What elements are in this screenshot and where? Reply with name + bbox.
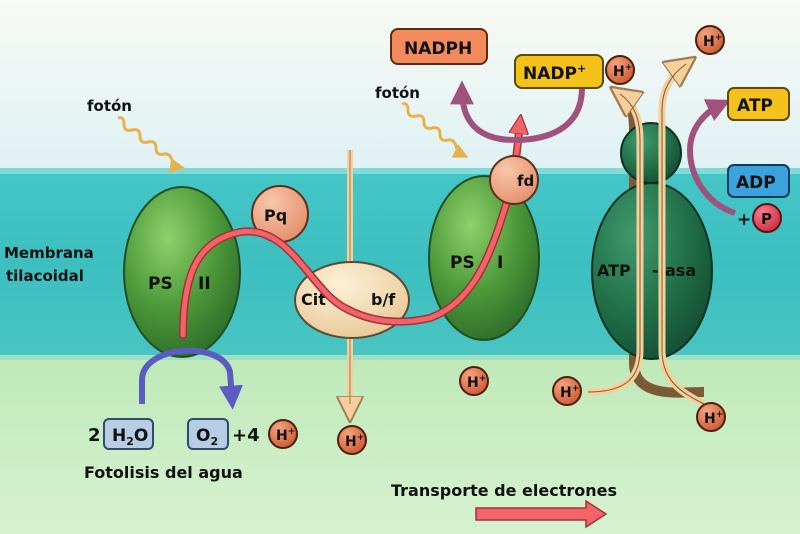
- svg-text:H+: H+: [560, 384, 579, 401]
- atp-box: [727, 87, 790, 121]
- psi-label-right: I: [497, 253, 503, 273]
- nadph-box: [390, 28, 488, 65]
- water-formula: H2O: [112, 426, 148, 448]
- adp-box: [727, 164, 790, 198]
- oxygen-o: O: [196, 426, 210, 446]
- water-o: O: [134, 426, 148, 446]
- ferredoxin: [489, 155, 539, 205]
- nadp-sup: +: [577, 62, 586, 75]
- water-photolysis-arrow: [139, 347, 243, 410]
- water-h: H: [112, 426, 126, 446]
- membrane-top-edge: [0, 168, 800, 174]
- svg-text:H+: H+: [703, 33, 722, 50]
- photon-wave-left: [117, 116, 185, 173]
- psi-label-left: PS: [450, 253, 475, 273]
- nadp-base: NADP: [523, 64, 577, 84]
- phosphate-circle: [752, 203, 782, 233]
- photon-label-right: fotón: [375, 84, 420, 102]
- svg-text:H+: H+: [704, 410, 723, 427]
- nadph-label: NADPH: [404, 39, 472, 59]
- cyt-label-right: b/f: [371, 290, 396, 309]
- water-sub: 2: [126, 435, 134, 448]
- proton-channel-right-outline: [661, 63, 705, 405]
- proton-channel-left-outline: [587, 93, 641, 393]
- membrane-bottom-edge: [0, 355, 800, 360]
- atpase-label-dash: -: [652, 261, 659, 280]
- nadp-label: NADP+: [523, 62, 586, 84]
- pq-label: Pq: [264, 206, 287, 225]
- water-box: [103, 418, 154, 450]
- h-ion-lumen-2: H+: [337, 425, 367, 455]
- h-ion-stroma-2: H+: [695, 25, 725, 55]
- h-ion-lumen-3: H+: [459, 366, 489, 396]
- h-ion-lumen-4: H+: [552, 376, 582, 406]
- fd-label: fd: [517, 172, 534, 190]
- psii-label-left: PS: [148, 274, 173, 294]
- membrane-label-line2: tilacoidal: [6, 267, 84, 285]
- phosphate-label: P: [761, 210, 772, 228]
- membrane-label-line1: Membrana: [4, 244, 94, 262]
- svg-text:H+: H+: [467, 374, 486, 391]
- transport-caption: Transporte de electrones: [391, 481, 617, 500]
- photosystem-ii: [123, 186, 241, 358]
- atpase-label-left: ATP: [597, 261, 631, 280]
- h-ion-lumen-5: H+: [696, 402, 726, 432]
- cyt-label-left: Cit: [301, 290, 326, 309]
- adp-label: ADP: [736, 173, 776, 193]
- svg-text:H+: H+: [613, 63, 632, 80]
- photon-label-left: fotón: [87, 97, 132, 115]
- svg-text:H+: H+: [276, 427, 295, 444]
- nadp-box: [514, 54, 604, 89]
- water-coefficient: 2: [88, 425, 101, 446]
- atp-label: ATP: [737, 96, 773, 116]
- atp-synthesis-arrow: [686, 99, 737, 216]
- transport-arrow: [475, 499, 608, 529]
- plus-p-sign: +: [737, 210, 751, 230]
- oxygen-box: [187, 418, 229, 450]
- atp-synthase-head: [620, 122, 682, 184]
- psii-label-right: II: [198, 274, 211, 294]
- oxygen-sub: 2: [210, 435, 218, 448]
- photolysis-caption: Fotolisis del agua: [84, 463, 243, 482]
- nadp-reduction-arrow: [450, 80, 585, 144]
- plus-four: +4: [232, 425, 260, 446]
- oxygen-formula: O2: [196, 426, 218, 448]
- svg-text:H+: H+: [345, 433, 364, 450]
- h-ion-stroma-1: H+: [605, 55, 635, 85]
- atpase-label-right: asa: [665, 261, 696, 280]
- photon-wave-right: [401, 102, 469, 158]
- h-ion-lumen-1: H+: [268, 419, 298, 449]
